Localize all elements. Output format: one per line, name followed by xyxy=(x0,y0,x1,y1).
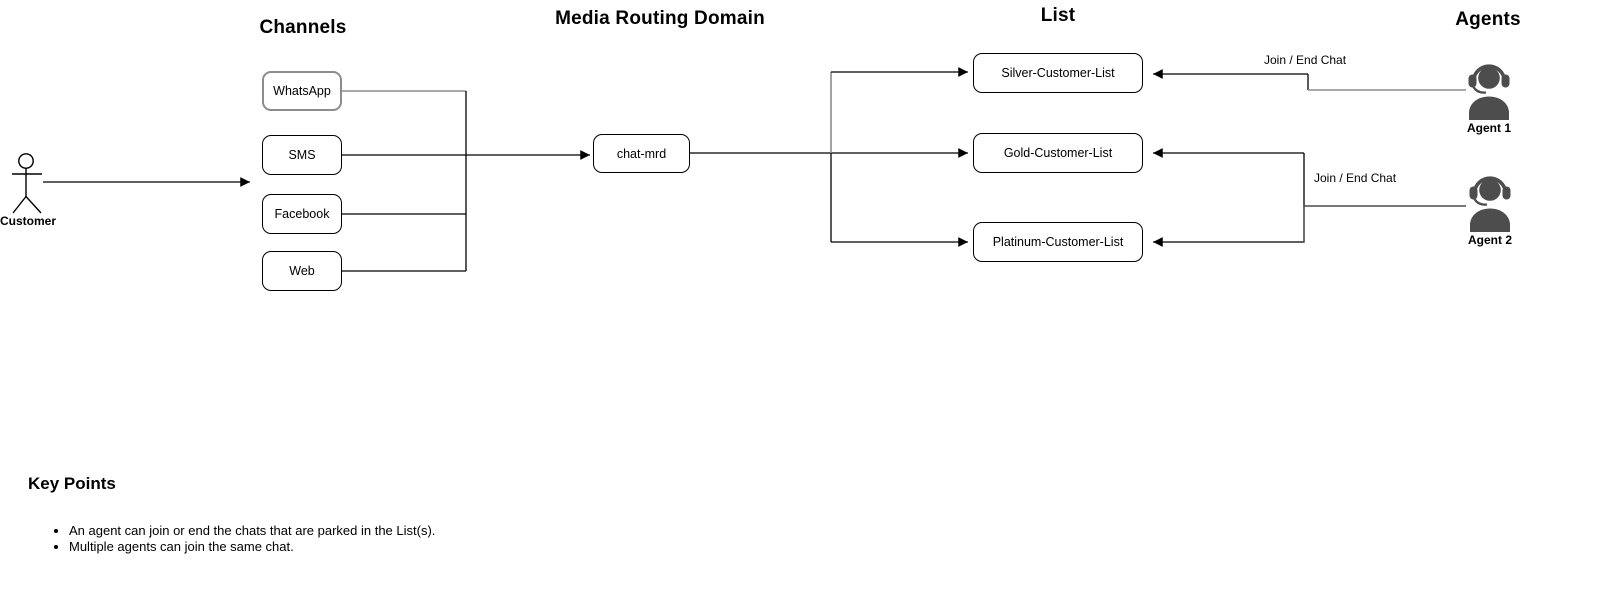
heading-agents: Agents xyxy=(1455,9,1521,30)
node-silver-label: Silver-Customer-List xyxy=(1001,66,1115,80)
customer-label: Customer xyxy=(0,214,57,228)
key-point-item: Multiple agents can join the same chat. xyxy=(69,539,435,555)
node-sms: SMS xyxy=(262,135,342,175)
node-facebook-label: Facebook xyxy=(274,207,330,221)
node-facebook: Facebook xyxy=(262,194,342,234)
node-platinum-customer-list: Platinum-Customer-List xyxy=(973,222,1143,262)
agent1-label: Agent 1 xyxy=(1466,121,1512,135)
agent2-headset-icon xyxy=(1467,176,1513,234)
edge-label-join-end-chat-2: Join / End Chat xyxy=(1312,171,1399,185)
customer-figure xyxy=(12,153,42,214)
heading-channels: Channels xyxy=(259,17,347,38)
node-gold-label: Gold-Customer-List xyxy=(1003,146,1113,160)
node-web: Web xyxy=(262,251,342,291)
node-whatsapp: WhatsApp xyxy=(262,71,342,111)
agent2-label: Agent 2 xyxy=(1467,233,1513,247)
key-points-title: Key Points xyxy=(28,474,116,493)
key-point-item: An agent can join or end the chats that … xyxy=(69,523,435,539)
heading-media-routing-domain: Media Routing Domain xyxy=(555,8,765,29)
node-sms-label: SMS xyxy=(288,148,316,162)
node-chat-mrd-label: chat-mrd xyxy=(616,146,667,161)
node-silver-customer-list: Silver-Customer-List xyxy=(973,53,1143,93)
edge-label-join-end-chat-1: Join / End Chat xyxy=(1262,53,1349,67)
node-platinum-label: Platinum-Customer-List xyxy=(992,235,1124,249)
key-points-list: An agent can join or end the chats that … xyxy=(50,523,435,554)
agent1-headset-icon xyxy=(1466,64,1512,122)
node-web-label: Web xyxy=(289,264,315,278)
heading-list: List xyxy=(1040,5,1076,26)
node-gold-customer-list: Gold-Customer-List xyxy=(973,133,1143,173)
node-whatsapp-label: WhatsApp xyxy=(273,84,331,98)
node-chat-mrd: chat-mrd xyxy=(593,134,690,173)
